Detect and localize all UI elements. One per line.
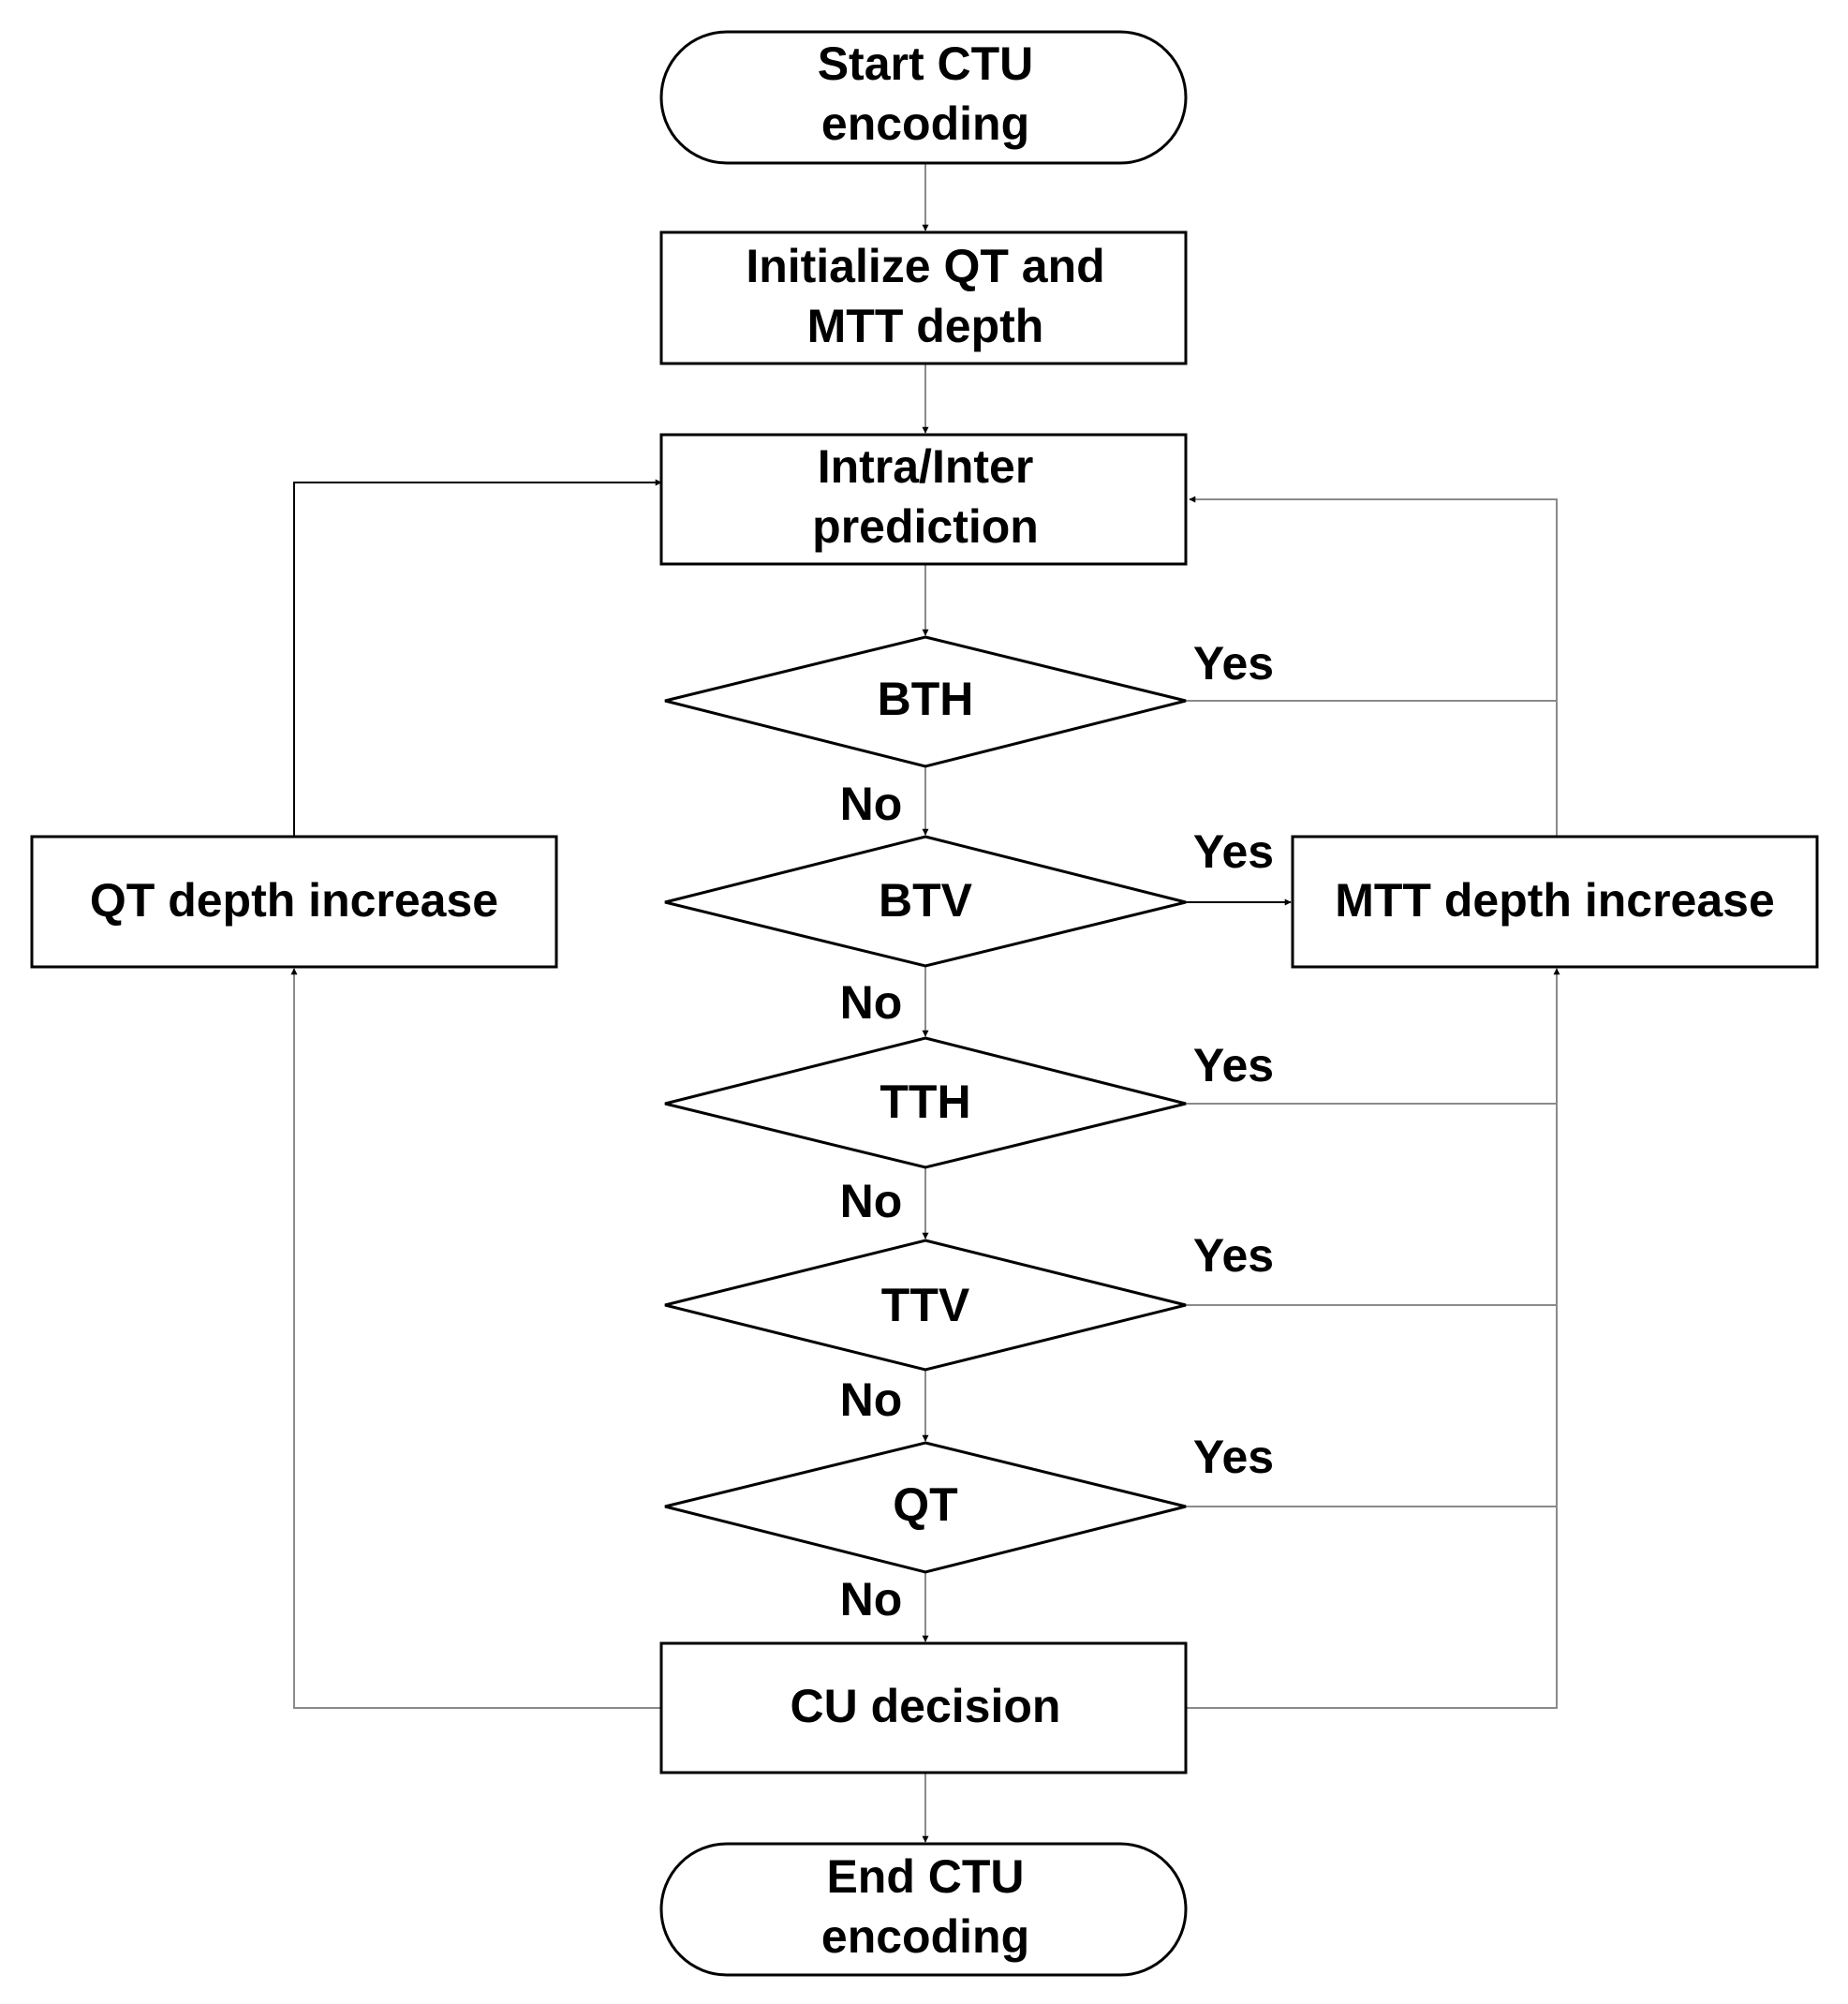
- cu-label: CU decision: [791, 1680, 1061, 1732]
- btv-no-label: No: [840, 976, 903, 1029]
- tth-yes-label: Yes: [1193, 1039, 1274, 1091]
- edge-qt-increase-to-predict: [293, 479, 662, 837]
- start-terminal: Start CTU encoding: [659, 30, 1188, 165]
- prediction-label-line2: prediction: [812, 500, 1039, 553]
- start-label-line1: Start CTU: [818, 37, 1034, 90]
- ttv-yes-label: Yes: [1193, 1229, 1274, 1282]
- bth-decision: BTH: [664, 635, 1187, 768]
- prediction-label-line1: Intra/Inter: [818, 440, 1034, 493]
- init-label-line2: MTT depth: [807, 300, 1044, 352]
- btv-yes-label: Yes: [1193, 825, 1274, 878]
- qt-decision: QT: [664, 1441, 1187, 1574]
- qt-no-label: No: [840, 1573, 903, 1625]
- end-label-line1: End CTU: [826, 1850, 1024, 1903]
- init-process: Initialize QT and MTT depth: [659, 230, 1188, 365]
- btv-decision: BTV: [664, 835, 1187, 968]
- cu-decision-process: CU decision: [659, 1641, 1188, 1774]
- end-terminal: End CTU encoding: [659, 1842, 1188, 1977]
- qt-depth-increase-process: QT depth increase: [30, 835, 558, 969]
- mtt-increase-label: MTT depth increase: [1335, 874, 1775, 927]
- qt-increase-label: QT depth increase: [90, 874, 498, 927]
- btv-label: BTV: [879, 874, 973, 927]
- qt-yes-label: Yes: [1193, 1431, 1274, 1483]
- tth-no-label: No: [840, 1175, 903, 1227]
- ttv-no-label: No: [840, 1373, 903, 1426]
- edge-mtt-to-predict: [1189, 496, 1558, 837]
- init-label-line1: Initialize QT and: [746, 240, 1104, 292]
- ttv-label: TTV: [881, 1279, 970, 1331]
- qt-label: QT: [893, 1478, 957, 1531]
- end-label-line2: encoding: [821, 1910, 1029, 1963]
- prediction-process: Intra/Inter prediction: [659, 433, 1188, 566]
- edge-cu-to-mtt: [1186, 968, 1560, 1709]
- bth-no-label: No: [840, 778, 903, 830]
- bth-yes-label: Yes: [1193, 637, 1274, 690]
- tth-decision: TTH: [664, 1036, 1187, 1169]
- edge-cu-to-qt-increase: [290, 968, 661, 1709]
- ttv-decision: TTV: [664, 1239, 1187, 1372]
- start-label-line2: encoding: [821, 97, 1029, 150]
- mtt-depth-increase-process: MTT depth increase: [1291, 835, 1819, 969]
- tth-label: TTH: [880, 1076, 970, 1128]
- bth-label: BTH: [878, 673, 974, 725]
